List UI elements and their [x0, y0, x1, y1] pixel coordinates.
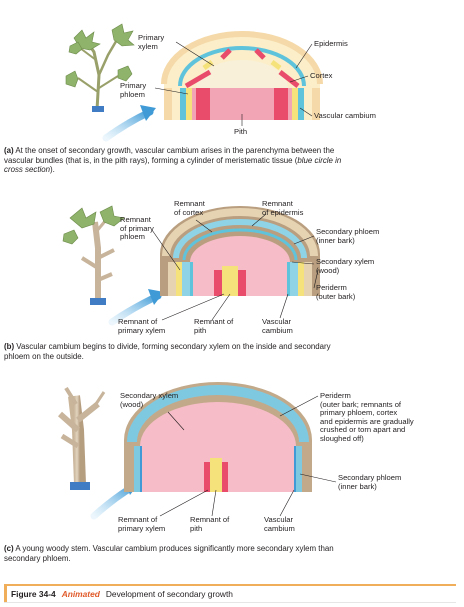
label-cortex-a: Cortex [310, 71, 333, 80]
label-secondary-xylem-c: Secondary xylem (wood) [120, 391, 179, 409]
caption-a-end: ). [50, 165, 55, 175]
label-secondary-phloem-b: Secondary phloem (inner bark) [316, 227, 380, 245]
caption-b-text: Vascular cambium begins to divide, formi… [4, 342, 331, 361]
caption-a-italic: blue circle in cross section [4, 155, 342, 175]
figure-accent-rule [4, 586, 7, 602]
caption-c-letter: (c) [4, 544, 14, 553]
label-remnant-pith-b: Remnant of pith [194, 317, 234, 335]
caption-panel-b: (b) Vascular cambium begins to divide, f… [4, 342, 356, 361]
stem-cross-section-c [124, 382, 312, 492]
leader-lines-b [151, 213, 319, 321]
caption-c-text: A young woody stem. Vascular cambium pro… [4, 544, 334, 563]
label-remnant-pith-c: Remnant of pith [190, 515, 230, 533]
label-vascular-cambium-c: Vascular cambium [264, 515, 295, 533]
label-remnant-epidermis-b: Remnant of epidermis [262, 199, 304, 217]
label-remnant-primary-xylem-c: Remnant of primary xylem [118, 515, 166, 533]
panel-c-artwork [58, 382, 337, 520]
label-primary-xylem-a: Primary xylem [138, 33, 165, 51]
label-vascular-cambium-a: Vascular cambium [314, 111, 376, 120]
label-primary-phloem-a: Primary phloem [120, 81, 147, 99]
leader-lines-c [159, 395, 337, 517]
young-plant-illustration [65, 23, 135, 112]
label-remnant-primary-xylem-b: Remnant of primary xylem [118, 317, 166, 335]
caption-panel-c: (c) A young woody stem. Vascular cambium… [4, 544, 356, 563]
figure-caption-bar: Figure 34-4 Animated Development of second… [4, 584, 456, 603]
label-secondary-xylem-b: Secondary xylem (wood) [316, 257, 375, 275]
stem-cross-section-b [160, 206, 320, 296]
figure-animated-tag: Animated [61, 589, 100, 599]
stem-cross-section-a [161, 31, 323, 120]
label-secondary-phloem-c: Secondary phloem (inner bark) [338, 473, 402, 491]
panel-a-artwork [65, 23, 323, 142]
young-tree-illustration [58, 386, 106, 490]
caption-a-letter: (a) [4, 146, 14, 155]
caption-panel-a: (a) At the onset of secondary growth, va… [4, 146, 356, 175]
leader-lines-a [154, 41, 313, 126]
arrow-a [102, 108, 154, 142]
label-periderm-c: Periderm (outer bark; remnants of primar… [320, 391, 414, 443]
panel-b-artwork [62, 205, 320, 326]
caption-a-text: At the onset of secondary growth, vascul… [4, 146, 335, 165]
sapling-plant-illustration [62, 205, 125, 305]
label-periderm-b: Periderm (outer bark) [316, 283, 356, 301]
label-epidermis-a: Epidermis [314, 39, 348, 48]
label-pith-a: Pith [234, 127, 248, 136]
figure-number: Figure 34-4 [11, 589, 56, 599]
label-remnant-primary-phloem-b: Remnant of primary phloem [120, 215, 154, 242]
label-remnant-cortex-b: Remnant of cortex [174, 199, 205, 217]
label-vascular-cambium-b: Vascular cambium [262, 317, 293, 335]
caption-b-letter: (b) [4, 342, 15, 351]
figure-title: Development of secondary growth [105, 589, 233, 599]
